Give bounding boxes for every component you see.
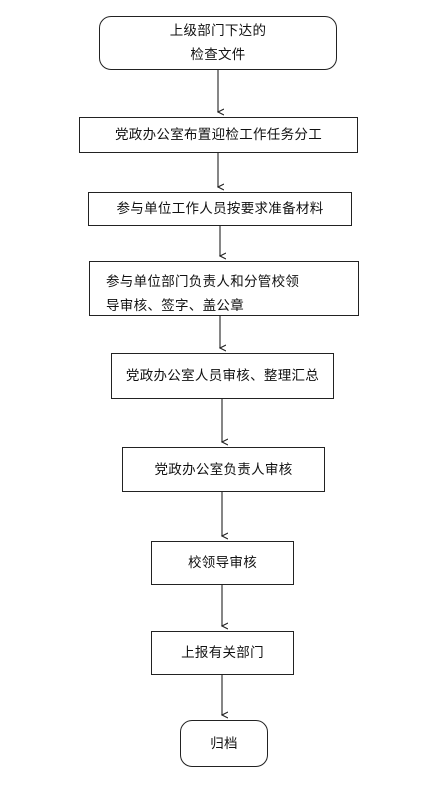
step-office-head-review: 党政办公室负责人审核 bbox=[122, 447, 325, 492]
step-1-line-2: 检查文件 bbox=[190, 47, 246, 63]
step-2-label: 党政办公室布置迎检工作任务分工 bbox=[115, 127, 322, 143]
step-3-label: 参与单位工作人员按要求准备材料 bbox=[116, 201, 324, 217]
step-report-departments: 上报有关部门 bbox=[151, 631, 294, 675]
step-8-label: 上报有关部门 bbox=[181, 645, 264, 661]
step-9-label: 归档 bbox=[210, 735, 238, 752]
step-unit-leader-review: 参与单位部门负责人和分管校领 导审核、签字、盖公章 bbox=[89, 261, 359, 316]
step-school-leader-review: 校领导审核 bbox=[151, 541, 294, 585]
step-5-label: 党政办公室人员审核、整理汇总 bbox=[125, 368, 320, 384]
step-superior-documents: 上级部门下达的 检查文件 bbox=[99, 16, 337, 70]
step-4-line-1: 参与单位部门负责人和分管校领 bbox=[106, 274, 300, 290]
step-task-assignment: 党政办公室布置迎检工作任务分工 bbox=[79, 117, 358, 153]
step-office-staff-review: 党政办公室人员审核、整理汇总 bbox=[111, 353, 334, 399]
step-6-label: 党政办公室负责人审核 bbox=[154, 461, 293, 478]
step-archive: 归档 bbox=[180, 720, 268, 767]
step-1-line-1: 上级部门下达的 bbox=[169, 23, 267, 39]
step-prepare-materials: 参与单位工作人员按要求准备材料 bbox=[88, 192, 352, 226]
step-7-label: 校领导审核 bbox=[188, 555, 257, 571]
step-4-line-2: 导审核、签字、盖公章 bbox=[106, 298, 244, 314]
